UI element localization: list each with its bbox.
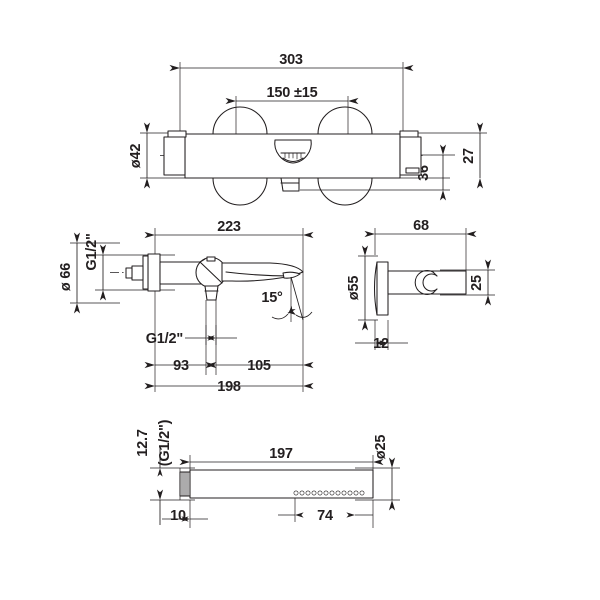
dim-d42-label: ø42 xyxy=(128,144,144,169)
bracket-view: 68 ø55 12 25 xyxy=(346,218,495,352)
bracket-geometry xyxy=(373,261,467,316)
diverter-dome xyxy=(274,139,312,164)
dim-223-label: 223 xyxy=(217,219,241,235)
dim-10-label: 10 xyxy=(170,508,186,524)
side-view-dimension-lines xyxy=(73,231,314,390)
bracket-arm xyxy=(387,270,467,295)
handshower-dimension-lines xyxy=(156,448,396,525)
right-cap-detail xyxy=(405,167,420,174)
handshower-thread-knurl xyxy=(181,472,189,496)
bracket-cradle-outer xyxy=(414,269,434,296)
dim-g12-top-label: G1/2" xyxy=(84,233,100,270)
bracket-dimension-lines xyxy=(355,230,492,346)
dim-68-label: 68 xyxy=(413,218,429,234)
left-handle-bottom xyxy=(212,177,268,206)
diverter-ribs xyxy=(284,152,302,160)
spout-tip xyxy=(282,271,301,279)
dim-12-label: 12 xyxy=(373,336,389,352)
mixer-body-geometry xyxy=(163,106,422,206)
left-handle-top xyxy=(212,106,268,135)
bracket-cradle-ends xyxy=(432,271,438,294)
left-end-cap xyxy=(163,136,186,176)
rosette-curve xyxy=(142,255,149,290)
angle-slant-ref xyxy=(290,276,304,321)
dim-d66-label: ø 66 xyxy=(58,263,74,291)
dim-197-label: 197 xyxy=(269,446,293,462)
handshower-thread xyxy=(179,471,191,497)
dim-g12-paren-label: (G1/2") xyxy=(157,419,173,466)
inlet-thread xyxy=(125,267,133,279)
rosette-plate xyxy=(147,253,161,292)
dim-d25-label: ø25 xyxy=(373,435,389,460)
dim-93-label: 93 xyxy=(173,358,189,374)
dim-303-label: 303 xyxy=(279,52,303,68)
left-cap-tab xyxy=(167,130,187,138)
dim-15deg-label: 15° xyxy=(261,290,283,306)
outlet-nipple-side xyxy=(204,285,219,301)
dim-d55-label: ø55 xyxy=(346,276,362,301)
dim-g12-bottom-label: G1/2" xyxy=(146,331,183,347)
inlet-connector xyxy=(131,265,144,281)
bottom-outlet xyxy=(280,177,300,192)
handshower-geometry xyxy=(179,469,374,499)
right-handle-bottom xyxy=(317,177,373,206)
dim-150-label: 150 ±15 xyxy=(267,85,318,101)
dim-74-label: 74 xyxy=(317,508,333,524)
dim-27-label: 27 xyxy=(461,148,477,164)
handshower-spray-holes xyxy=(293,490,365,496)
side-view: 223 ø 66 G1/2" G1/2" 93 105 198 15° xyxy=(58,219,314,395)
dim-25-label: 25 xyxy=(469,275,485,291)
angle-arc-right xyxy=(287,308,313,318)
right-handle-top xyxy=(317,106,373,135)
bracket-cradle-inner xyxy=(422,273,438,292)
dim-105-label: 105 xyxy=(247,358,271,374)
right-cap-tab xyxy=(399,130,419,138)
front-view: 303 150 ±15 ø42 27 36 xyxy=(128,52,487,206)
valve-cap xyxy=(206,256,216,262)
side-view-geometry xyxy=(125,253,313,322)
bracket-wall-plate xyxy=(376,261,389,316)
front-view-dimension-lines xyxy=(143,64,484,201)
valve-head-detail xyxy=(199,258,223,284)
diverter-lip xyxy=(282,157,304,163)
dim-198-label: 198 xyxy=(217,379,241,395)
handshower-view: 197 12.7 (G1/2") ø25 10 74 xyxy=(135,419,400,528)
bracket-plate-edge xyxy=(373,261,378,316)
angle-arc-left xyxy=(271,305,296,320)
dim-12-7-label: 12.7 xyxy=(135,429,151,457)
